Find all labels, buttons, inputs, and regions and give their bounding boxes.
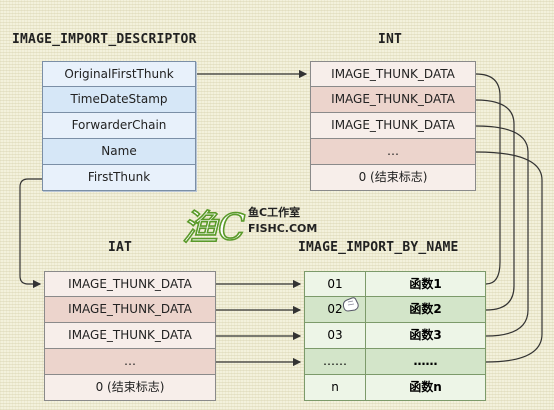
logo-brand-text: 鱼C工作室: [248, 205, 300, 219]
int-row: IMAGE_THUNK_DATA: [310, 61, 476, 87]
int-title: INT: [378, 32, 403, 47]
logo-site-text: FISHC.COM: [248, 222, 317, 235]
function-name-cell: 函数3: [409, 328, 442, 342]
curve-int-row-1: [475, 73, 501, 285]
arrow-first-thunk-to-iat: [19, 178, 44, 289]
iat-row-ellipsis: …: [44, 349, 216, 375]
field-original-first-thunk: OriginalFirstThunk: [42, 61, 196, 87]
iat-table: IMAGE_THUNK_DATA IMAGE_THUNK_DATA IMAGE_…: [44, 271, 216, 401]
by-name-row: 01 函数1: [304, 271, 486, 297]
function-name-cell: 函数2: [409, 302, 442, 316]
logo-script-mark: 渔C: [182, 208, 246, 248]
function-name-cell: 函数n: [409, 380, 442, 394]
field-forwarder-chain: ForwarderChain: [42, 113, 196, 139]
iat-row: IMAGE_THUNK_DATA: [44, 297, 216, 323]
int-table: IMAGE_THUNK_DATA IMAGE_THUNK_DATA IMAGE_…: [310, 61, 476, 191]
iat-row: IMAGE_THUNK_DATA: [44, 323, 216, 349]
curve-int-row-4: [475, 151, 543, 363]
curve-int-row-2: [475, 99, 515, 311]
iat-row: IMAGE_THUNK_DATA: [44, 271, 216, 297]
int-row: IMAGE_THUNK_DATA: [310, 113, 476, 139]
hint-cell: 01: [305, 272, 366, 296]
by-name-row: …… ……: [304, 349, 486, 375]
hint-cell: ……: [305, 349, 366, 374]
field-first-thunk: FirstThunk: [42, 165, 196, 191]
by-name-table: 01 函数1 02 函数2 03 函数3 …… …… n 函数n: [304, 271, 486, 401]
field-time-date-stamp: TimeDateStamp: [42, 87, 196, 113]
iat-title: IAT: [108, 240, 133, 255]
int-row: IMAGE_THUNK_DATA: [310, 87, 476, 113]
fishc-watermark: 渔C 鱼C工作室 FISHC.COM: [180, 196, 330, 252]
fishc-logo-icon: 渔C 鱼C工作室 FISHC.COM: [181, 205, 317, 250]
hint-cell: 02: [305, 297, 366, 322]
field-name: Name: [42, 139, 196, 165]
descriptor-struct: OriginalFirstThunk TimeDateStamp Forward…: [42, 61, 196, 191]
descriptor-title: IMAGE_IMPORT_DESCRIPTOR: [12, 32, 197, 47]
function-name-cell: 函数1: [409, 277, 442, 291]
by-name-row: n 函数n: [304, 375, 486, 401]
hand-cursor-icon: [342, 297, 359, 312]
by-name-row: 02 函数2: [304, 297, 486, 323]
function-name-cell: ……: [413, 354, 438, 368]
hint-cell: n: [305, 375, 366, 400]
iat-row-terminator: 0 (结束标志): [44, 375, 216, 401]
by-name-row: 03 函数3: [304, 323, 486, 349]
hint-cell: 03: [305, 323, 366, 348]
by-name-title: IMAGE_IMPORT_BY_NAME: [298, 240, 459, 255]
curve-int-row-3: [475, 125, 529, 337]
int-row-ellipsis: …: [310, 139, 476, 165]
int-row-terminator: 0 (结束标志): [310, 165, 476, 191]
